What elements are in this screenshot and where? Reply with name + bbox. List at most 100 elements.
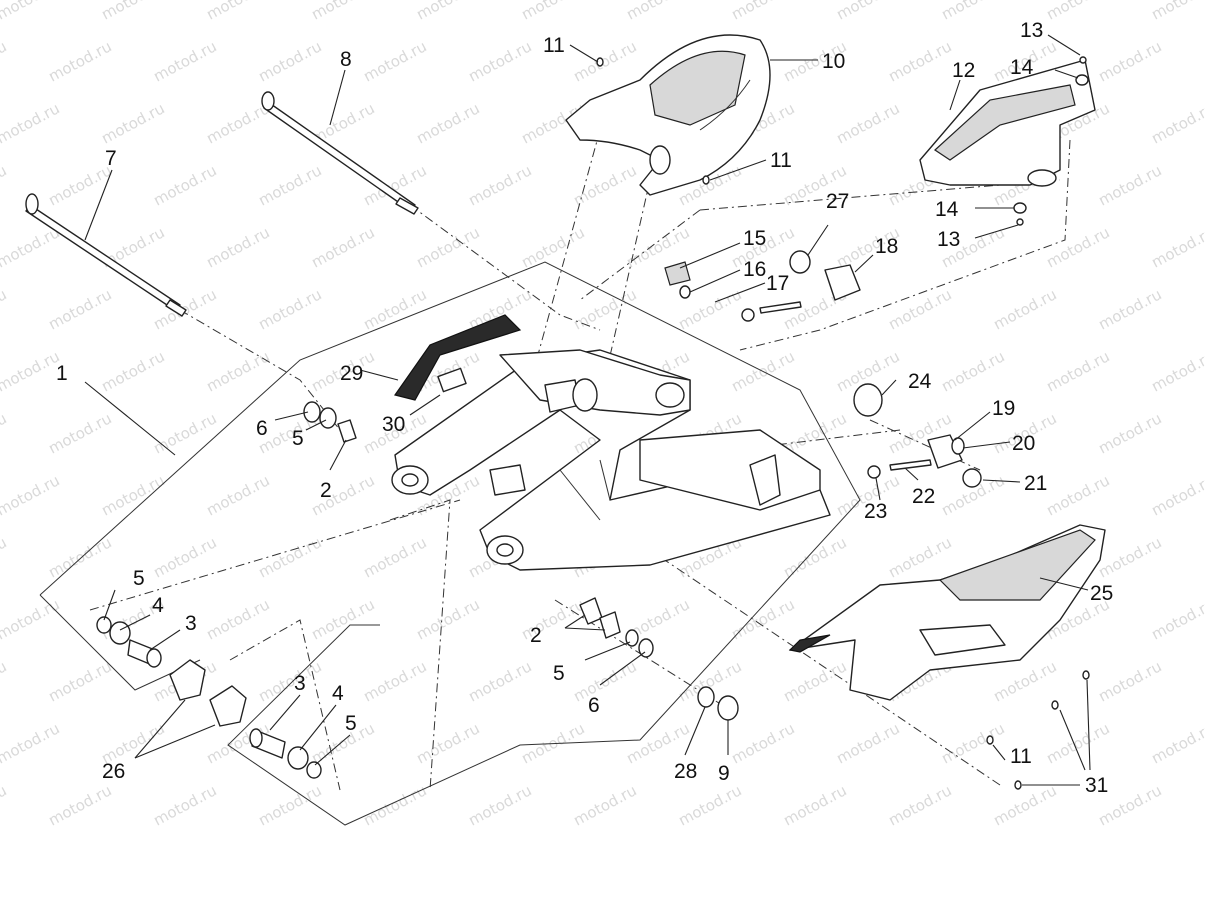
callout-10: 10: [822, 50, 845, 73]
watermark-text: motod.ru: [1095, 37, 1164, 85]
callout-2: 2: [320, 479, 332, 502]
watermark-text: motod.ru: [413, 595, 482, 643]
watermark-text: motod.ru: [413, 223, 482, 271]
watermark-text: motod.ru: [98, 347, 167, 395]
watermark-text: motod.ru: [675, 781, 744, 829]
watermark-text: motod.ru: [0, 37, 10, 85]
callout-9: 9: [718, 762, 730, 785]
watermark-text: motod.ru: [0, 161, 10, 209]
watermark-text: motod.ru: [570, 161, 639, 209]
chain-guard-12: [919, 59, 1096, 187]
watermark-text: motod.ru: [518, 0, 587, 24]
callout-6: 6: [256, 417, 268, 440]
callout-16: 16: [743, 258, 766, 281]
watermark-text: motod.ru: [360, 781, 429, 829]
watermark-text: motod.ru: [0, 781, 10, 829]
watermark-text: motod.ru: [833, 719, 902, 767]
watermark-text: motod.ru: [1148, 99, 1205, 147]
watermark-text: motod.ru: [360, 533, 429, 581]
watermark-text: motod.ru: [150, 161, 219, 209]
chain-guard-25: [788, 524, 1106, 701]
watermark-text: motod.ru: [833, 99, 902, 147]
watermark-text: motod.ru: [1148, 471, 1205, 519]
callout-labels: 1 2 2 3 3 4 4 5 5 5 5 6 6 7 8 9 10 11 11…: [56, 19, 1113, 797]
callout-22: 22: [912, 485, 935, 508]
callout-5: 5: [553, 662, 565, 685]
watermark-text: motod.ru: [45, 37, 114, 85]
watermark-text: motod.ru: [203, 0, 272, 24]
callout-17: 17: [766, 272, 789, 295]
watermark-text: motod.ru: [360, 161, 429, 209]
callout-25: 25: [1090, 582, 1113, 605]
watermark-text: motod.ru: [413, 719, 482, 767]
watermark-text: motod.ru: [885, 285, 954, 333]
watermark-text: motod.ru: [0, 99, 63, 147]
watermark-text: motod.ru: [1148, 223, 1205, 271]
watermark-text: motod.ru: [203, 347, 272, 395]
watermark-text: motod.ru: [255, 37, 324, 85]
inner-mudguard-29: [394, 314, 522, 401]
callout-31: 31: [1085, 774, 1108, 797]
watermark-text: motod.ru: [1043, 223, 1112, 271]
callout-21: 21: [1024, 472, 1047, 495]
callout-12: 12: [952, 59, 975, 82]
watermark-text: motod.ru: [98, 471, 167, 519]
watermark-text: motod.ru: [623, 0, 692, 24]
callout-11: 11: [543, 34, 565, 57]
callout-23: 23: [864, 500, 887, 523]
callout-3: 3: [294, 672, 306, 695]
watermark-text: motod.ru: [1095, 657, 1164, 705]
watermark-text: motod.ru: [938, 0, 1007, 24]
watermark-text: motod.ru: [45, 657, 114, 705]
watermark-text: motod.ru: [1148, 0, 1205, 24]
callout-30: 30: [382, 413, 405, 436]
callout-5: 5: [133, 567, 145, 590]
callout-29: 29: [340, 362, 363, 385]
callout-19: 19: [992, 397, 1015, 420]
watermark-text: motod.ru: [1095, 285, 1164, 333]
watermark-text: motod.ru: [0, 347, 63, 395]
watermark-text: motod.ru: [203, 223, 272, 271]
watermark-text: motod.ru: [465, 781, 534, 829]
watermark-text: motod.ru: [255, 657, 324, 705]
watermark-text: motod.ru: [150, 409, 219, 457]
watermark-text: motod.ru: [0, 409, 10, 457]
watermark-text: motod.ru: [0, 471, 63, 519]
watermark-text: motod.ru: [150, 781, 219, 829]
callout-1: 1: [56, 362, 68, 385]
callout-7: 7: [105, 147, 117, 170]
watermark-text: motod.ru: [465, 161, 534, 209]
watermark-text: motod.ru: [885, 533, 954, 581]
watermark-text: motod.ru: [990, 657, 1059, 705]
watermark-text: motod.ru: [990, 781, 1059, 829]
callout-26: 26: [102, 760, 125, 783]
callout-15: 15: [743, 227, 766, 250]
leader-lines: [84, 34, 1091, 786]
callout-11: 11: [770, 149, 792, 172]
watermark-text: motod.ru: [728, 595, 797, 643]
watermark-text: motod.ru: [465, 37, 534, 85]
watermark-text: motod.ru: [990, 285, 1059, 333]
watermark-text: motod.ru: [0, 0, 63, 24]
watermark-text: motod.ru: [360, 285, 429, 333]
watermark-text: motod.ru: [255, 533, 324, 581]
callout-27: 27: [826, 190, 849, 213]
watermark-text: motod.ru: [255, 781, 324, 829]
watermark-text: motod.ru: [150, 37, 219, 85]
callout-3: 3: [185, 612, 197, 635]
callout-8: 8: [340, 48, 352, 71]
watermark-text: motod.ru: [255, 285, 324, 333]
rear-hugger-10: [565, 34, 771, 196]
watermark-text: motod.ru: [45, 533, 114, 581]
watermark-text: motod.ru: [938, 719, 1007, 767]
watermark-text: motod.ru: [938, 347, 1007, 395]
watermark-text: motod.ru: [728, 719, 797, 767]
callout-20: 20: [1012, 432, 1035, 455]
watermark-text: motod.ru: [98, 99, 167, 147]
watermark-text: motod.ru: [1148, 347, 1205, 395]
callout-4: 4: [332, 682, 344, 705]
watermark-text: motod.ru: [45, 285, 114, 333]
watermark-text: motod.ru: [518, 223, 587, 271]
watermark-text: motod.ru: [885, 781, 954, 829]
